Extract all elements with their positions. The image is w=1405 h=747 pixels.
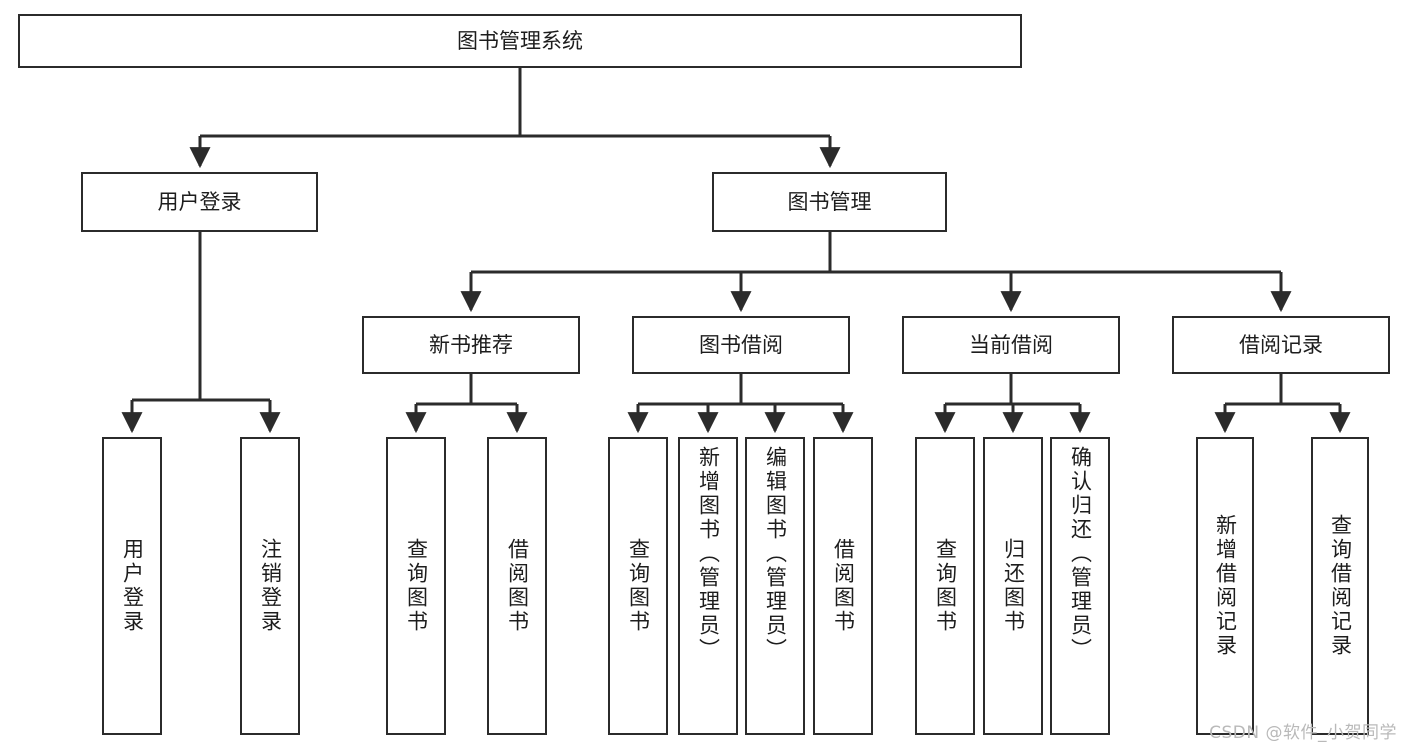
leaf-add-borrow-record[interactable]: 新增借阅记录 xyxy=(1196,437,1254,735)
node-book-borrow-label: 图书借阅 xyxy=(699,332,783,357)
leaf-add-book-admin-label: 新增图书（管理员） xyxy=(696,446,721,662)
node-new-book-recommend[interactable]: 新书推荐 xyxy=(362,316,580,374)
node-user-login-label: 用户登录 xyxy=(157,189,242,214)
leaf-logout-login[interactable]: 注销登录 xyxy=(240,437,300,735)
leaf-edit-book-admin-label: 编辑图书（管理员） xyxy=(763,446,788,662)
node-book-manage[interactable]: 图书管理 xyxy=(712,172,947,232)
leaf-borrow-book-label: 借阅图书 xyxy=(831,538,856,634)
leaf-borrow-book[interactable]: 借阅图书 xyxy=(813,437,873,735)
node-user-login[interactable]: 用户登录 xyxy=(81,172,318,232)
node-borrow-record[interactable]: 借阅记录 xyxy=(1172,316,1390,374)
node-current-borrow[interactable]: 当前借阅 xyxy=(902,316,1120,374)
leaf-query-book-borrow-label: 查询图书 xyxy=(626,538,651,634)
leaf-query-book-current[interactable]: 查询图书 xyxy=(915,437,975,735)
leaf-query-borrow-record[interactable]: 查询借阅记录 xyxy=(1311,437,1369,735)
leaf-user-login-label: 用户登录 xyxy=(120,538,145,634)
leaf-query-book-borrow[interactable]: 查询图书 xyxy=(608,437,668,735)
leaf-add-borrow-record-label: 新增借阅记录 xyxy=(1213,514,1238,658)
node-root-label: 图书管理系统 xyxy=(457,28,583,53)
leaf-add-book-admin[interactable]: 新增图书（管理员） xyxy=(678,437,738,735)
leaf-borrow-book-recommend-label: 借阅图书 xyxy=(505,538,530,634)
leaf-confirm-return-admin[interactable]: 确认归还（管理员） xyxy=(1050,437,1110,735)
node-root-system[interactable]: 图书管理系统 xyxy=(18,14,1022,68)
leaf-borrow-book-recommend[interactable]: 借阅图书 xyxy=(487,437,547,735)
node-book-manage-label: 图书管理 xyxy=(787,189,872,214)
leaf-query-book-current-label: 查询图书 xyxy=(933,538,958,634)
leaf-confirm-return-admin-label: 确认归还（管理员） xyxy=(1068,446,1093,662)
leaf-query-book-recommend-label: 查询图书 xyxy=(404,538,429,634)
node-current-borrow-label: 当前借阅 xyxy=(969,332,1053,357)
node-book-borrow[interactable]: 图书借阅 xyxy=(632,316,850,374)
leaf-return-book[interactable]: 归还图书 xyxy=(983,437,1043,735)
leaf-query-book-recommend[interactable]: 查询图书 xyxy=(386,437,446,735)
node-new-book-recommend-label: 新书推荐 xyxy=(429,332,513,357)
leaf-logout-login-label: 注销登录 xyxy=(258,538,283,634)
node-borrow-record-label: 借阅记录 xyxy=(1239,332,1323,357)
leaf-edit-book-admin[interactable]: 编辑图书（管理员） xyxy=(745,437,805,735)
leaf-query-borrow-record-label: 查询借阅记录 xyxy=(1328,514,1353,658)
leaf-return-book-label: 归还图书 xyxy=(1001,538,1026,634)
leaf-user-login[interactable]: 用户登录 xyxy=(102,437,162,735)
